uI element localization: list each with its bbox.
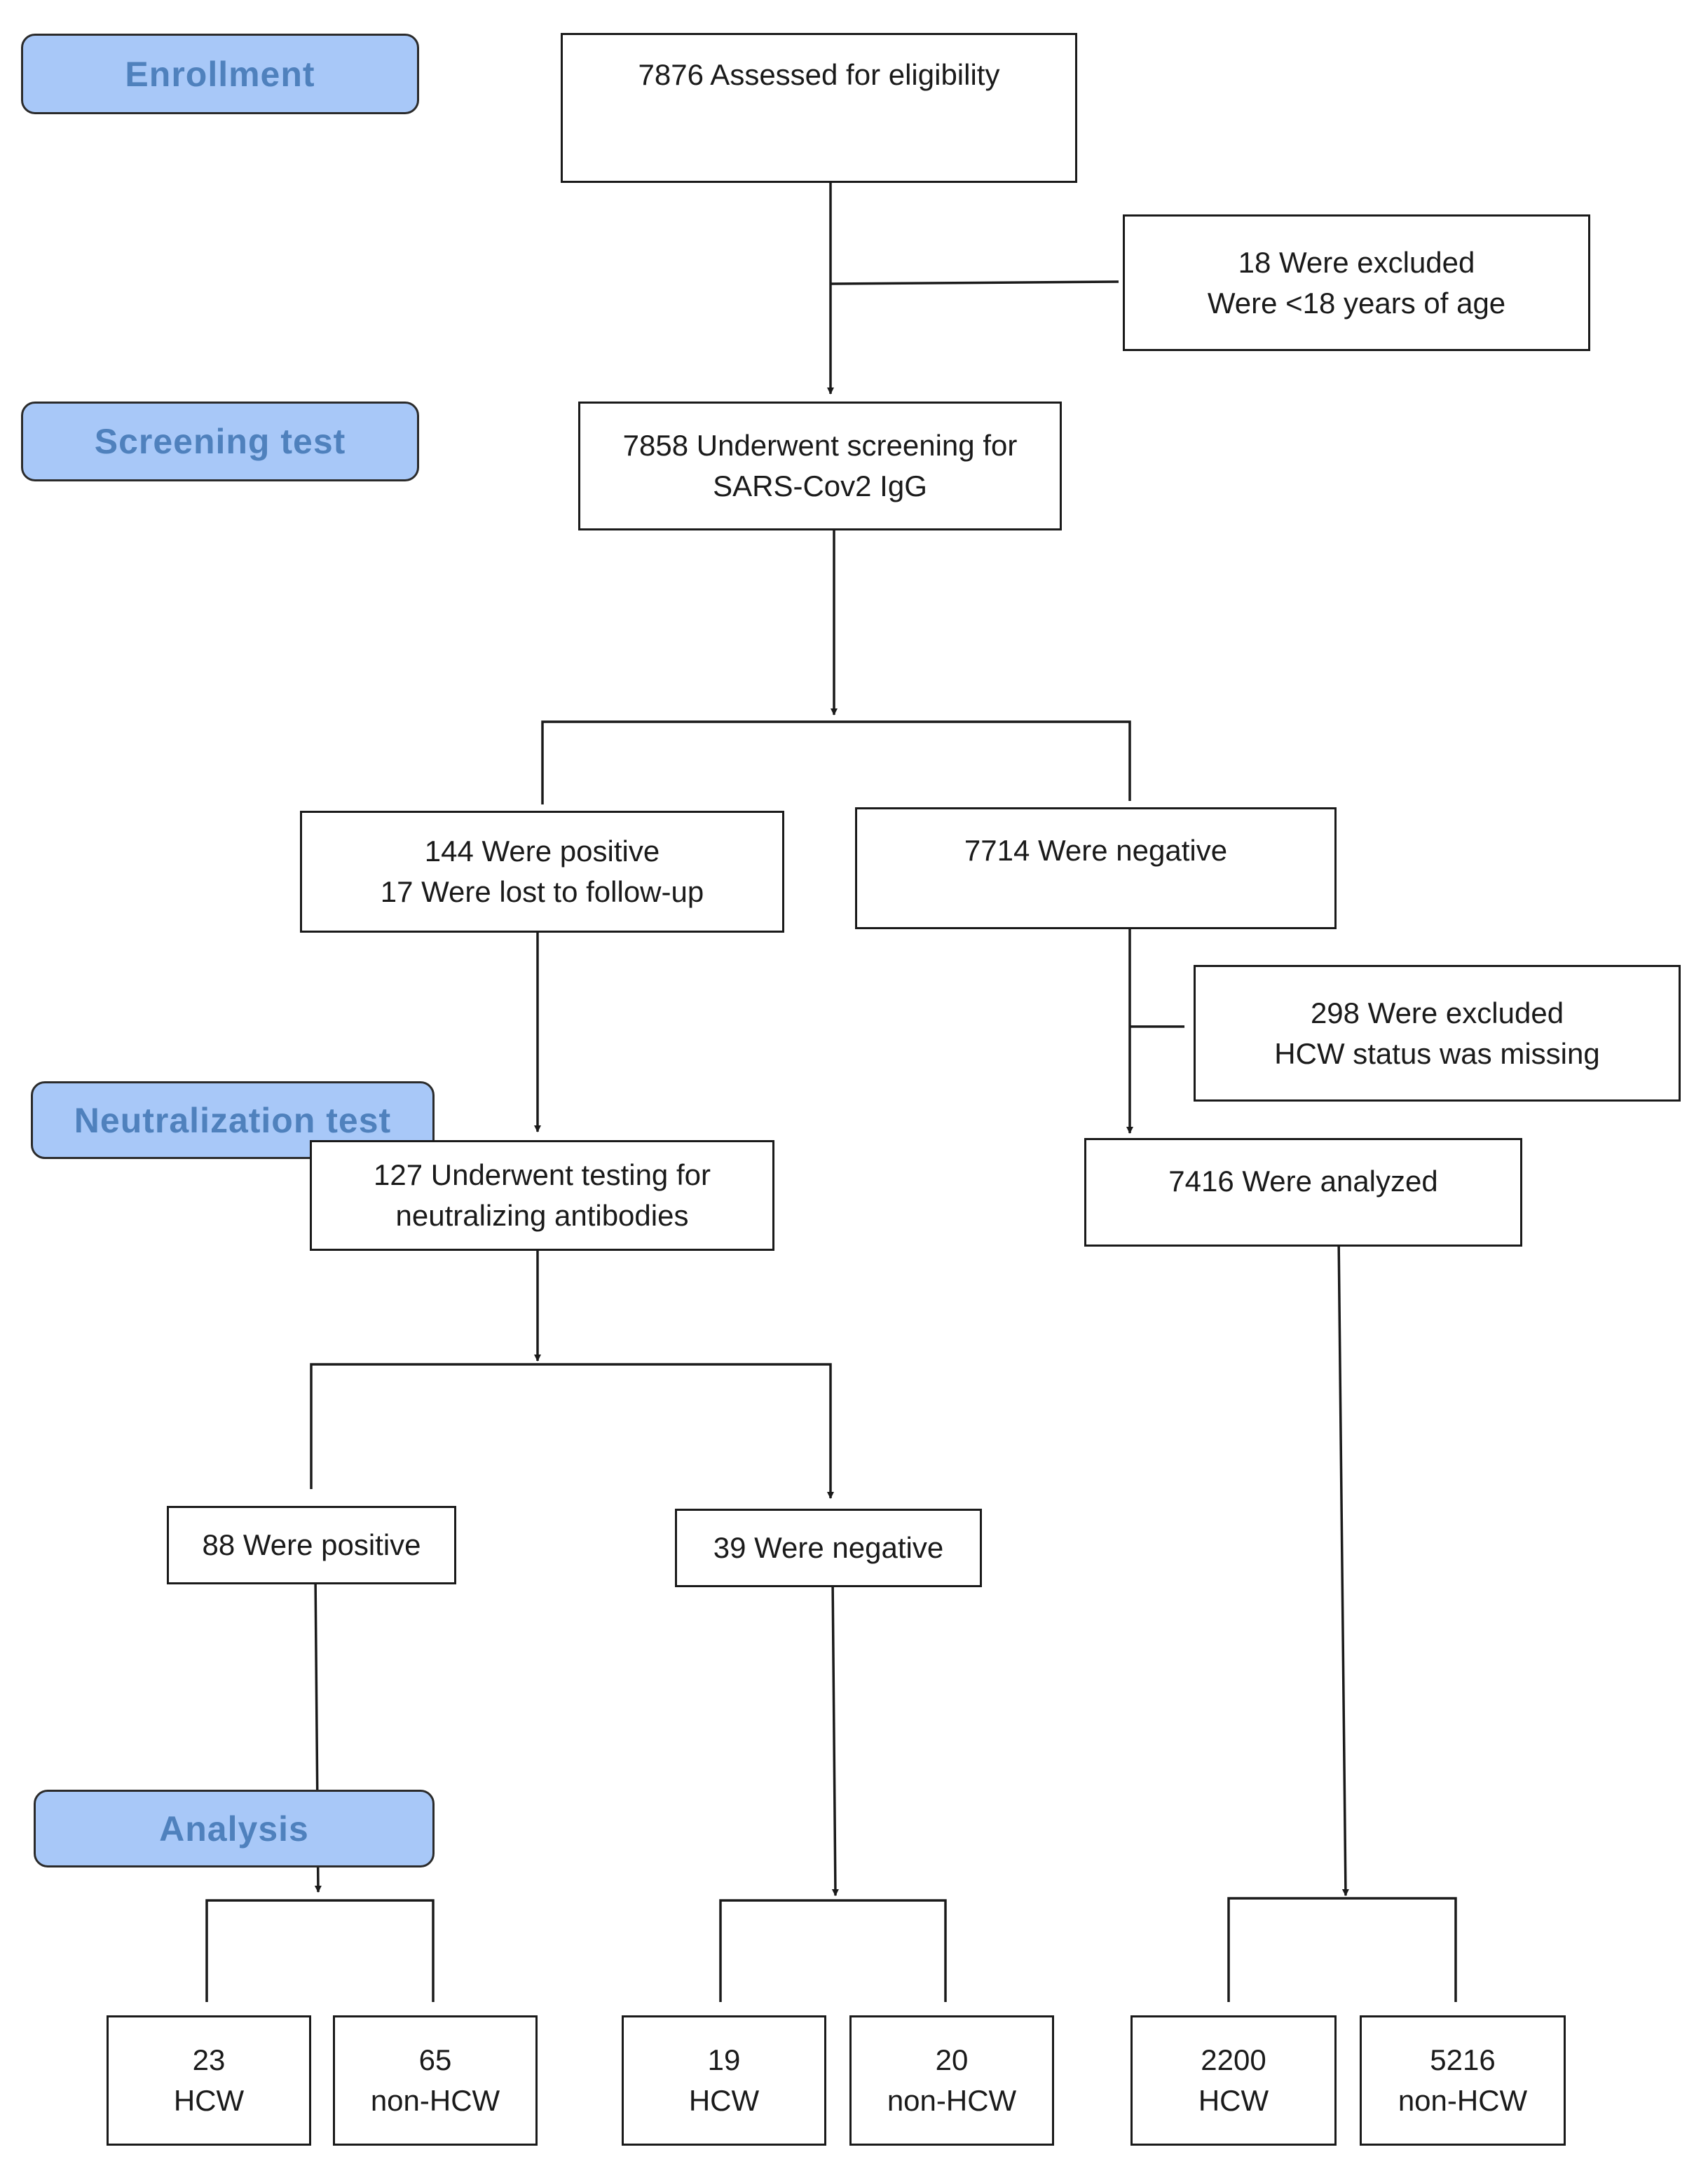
leaf-box-analyzed-hcw: 2200 HCW	[1130, 2015, 1337, 2146]
stage-analysis-label: Analysis	[159, 1809, 309, 1849]
leaf-group: HCW	[1198, 2084, 1269, 2117]
stage-neutralization-test: Neutralization test	[31, 1081, 435, 1159]
box-text-line: 17 Were lost to follow-up	[380, 875, 704, 908]
stage-screening-test: Screening test	[21, 402, 419, 481]
leaf-box-positive-hcw: 23 HCW	[107, 2015, 311, 2146]
stage-analysis: Analysis	[34, 1790, 435, 1867]
leaf-group: non-HCW	[1398, 2084, 1528, 2117]
leaf-count: 5216	[1430, 2043, 1496, 2076]
neut-split-bracket	[310, 1363, 834, 1499]
split-bracket-positive	[205, 1899, 435, 2002]
box-neutralization-testing: 127 Underwent testing for neutralizing a…	[310, 1140, 774, 1251]
screen-split-bracket	[541, 720, 1131, 804]
leaf-group: non-HCW	[887, 2084, 1017, 2117]
box-excluded-hcw-missing: 298 Were excluded HCW status was missing	[1194, 965, 1681, 1102]
box-neut-negative: 39 Were negative	[675, 1509, 982, 1587]
box-screening: 7858 Underwent screening for SARS-Cov2 I…	[578, 402, 1062, 530]
box-text-line: 298 Were excluded	[1310, 996, 1564, 1029]
box-text-line: 7858 Underwent screening for	[622, 429, 1018, 462]
box-text-line: 88 Were positive	[202, 1528, 421, 1561]
leaf-group: non-HCW	[370, 2084, 500, 2117]
leaf-box-negative-hcw: 19 HCW	[622, 2015, 826, 2146]
leaf-box-negative-non-hcw: 20 non-HCW	[849, 2015, 1054, 2146]
split-bracket-analyzed	[1227, 1897, 1457, 2002]
box-text-line: HCW status was missing	[1274, 1036, 1600, 1070]
leaf-count: 23	[192, 2043, 226, 2076]
box-text-line: 39 Were negative	[713, 1531, 944, 1564]
leaf-count: 65	[418, 2043, 452, 2076]
box-text-line: 127 Underwent testing for	[374, 1158, 711, 1191]
box-text-line: Were <18 years of age	[1207, 286, 1506, 320]
box-analyzed: 7416 Were analyzed	[1084, 1138, 1522, 1247]
split-bracket-negative	[719, 1899, 947, 2002]
box-text-line: 7876 Assessed for eligibility	[638, 58, 1000, 91]
leaf-count: 20	[935, 2043, 969, 2076]
box-neut-positive: 88 Were positive	[167, 1506, 456, 1584]
arrow-to-split-negative	[831, 1576, 839, 1896]
leaf-group: HCW	[173, 2084, 245, 2117]
branch-to-age-exclusion	[830, 280, 1119, 285]
box-text-line: SARS-Cov2 IgG	[713, 469, 927, 502]
box-text-line: 18 Were excluded	[1238, 245, 1475, 279]
leaf-box-analyzed-non-hcw: 5216 non-HCW	[1360, 2015, 1566, 2146]
leaf-group: HCW	[688, 2084, 760, 2117]
arrow-to-split-analyzed	[1337, 1235, 1349, 1896]
stage-enrollment-label: Enrollment	[125, 54, 315, 94]
box-negative-screen: 7714 Were negative	[855, 807, 1337, 929]
leaf-count: 19	[707, 2043, 741, 2076]
box-assessed-eligibility: 7876 Assessed for eligibility	[561, 33, 1077, 183]
leaf-box-positive-non-hcw: 65 non-HCW	[333, 2015, 538, 2146]
box-text-line: 7416 Were analyzed	[1168, 1165, 1438, 1198]
box-text-line: 7714 Were negative	[964, 834, 1228, 867]
leaf-count: 2200	[1201, 2043, 1266, 2076]
box-positive-screen: 144 Were positive 17 Were lost to follow…	[300, 811, 784, 933]
stage-screening-label: Screening test	[94, 422, 346, 461]
box-excluded-age: 18 Were excluded Were <18 years of age	[1123, 214, 1590, 351]
stage-neutralization-label: Neutralization test	[74, 1100, 392, 1140]
box-text-line: 144 Were positive	[424, 835, 660, 868]
box-text-line: neutralizing antibodies	[395, 1199, 689, 1232]
stage-enrollment: Enrollment	[21, 34, 419, 114]
